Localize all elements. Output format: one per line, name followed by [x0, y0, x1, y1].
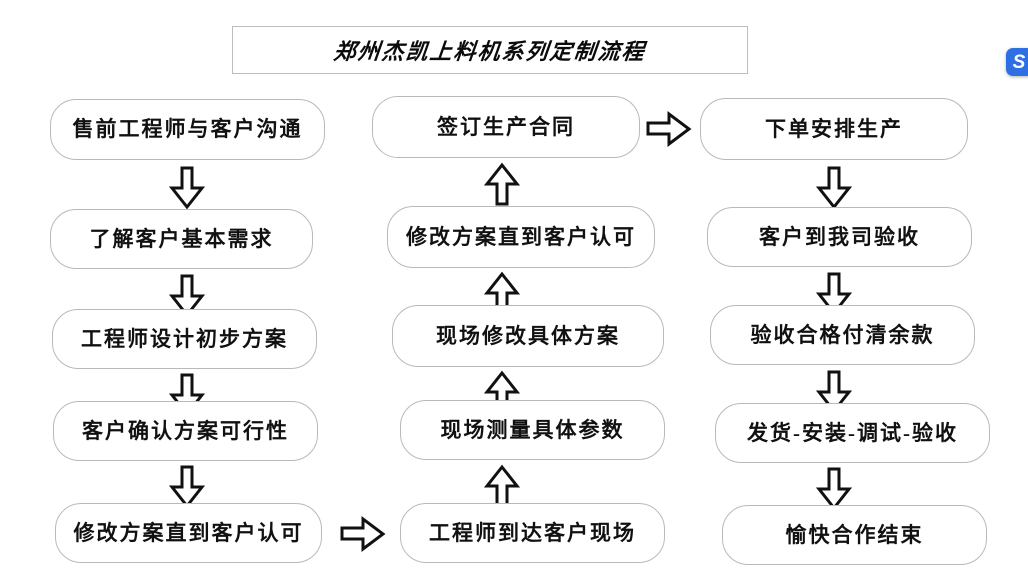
node-label: 现场测量具体参数: [440, 417, 625, 442]
node-col1-3[interactable]: 工程师设计初步方案: [52, 309, 317, 369]
arrow-up-col2-4: [483, 464, 521, 508]
node-col2-4[interactable]: 现场测量具体参数: [400, 400, 665, 460]
arrow-right-col1-to-col2: [340, 516, 386, 552]
node-col3-2[interactable]: 客户到我司验收: [707, 207, 972, 267]
chart-title-box: 郑州杰凯上料机系列定制流程: [232, 26, 748, 74]
arrow-down-col3-2: [815, 272, 853, 316]
node-label: 工程师到达客户现场: [429, 520, 636, 545]
node-label: 发货-安装-调试-验收: [747, 420, 958, 445]
node-col3-5[interactable]: 愉快合作结束: [722, 505, 987, 565]
node-label: 修改方案直到客户认可: [406, 224, 636, 249]
arrow-down-col1-1: [168, 166, 206, 210]
node-label: 了解客户基本需求: [89, 226, 274, 251]
node-col2-1[interactable]: 签订生产合同: [372, 96, 640, 158]
arrow-down-col3-3: [815, 370, 853, 414]
node-col1-4[interactable]: 客户确认方案可行性: [53, 401, 318, 461]
arrow-right-col2-to-col3: [646, 111, 692, 147]
node-col2-3[interactable]: 现场修改具体方案: [392, 305, 664, 367]
node-col3-4[interactable]: 发货-安装-调试-验收: [715, 403, 990, 463]
chart-title: 郑州杰凯上料机系列定制流程: [332, 39, 648, 64]
site-logo-badge-icon[interactable]: S: [1006, 48, 1028, 76]
node-label: 签订生产合同: [437, 114, 575, 139]
arrow-down-col3-4: [815, 467, 853, 511]
node-label: 下单安排生产: [765, 116, 903, 141]
arrow-down-col1-4: [168, 465, 206, 509]
node-col2-2[interactable]: 修改方案直到客户认可: [387, 206, 655, 268]
arrow-down-col3-1: [815, 166, 853, 210]
node-label: 验收合格付清余款: [750, 322, 935, 347]
node-label: 客户确认方案可行性: [82, 418, 289, 443]
badge-letter: S: [1012, 51, 1026, 73]
node-col1-5[interactable]: 修改方案直到客户认可: [55, 503, 322, 563]
node-label: 愉快合作结束: [785, 522, 924, 547]
node-label: 售前工程师与客户沟通: [72, 117, 303, 141]
node-col2-5[interactable]: 工程师到达客户现场: [400, 503, 665, 563]
node-col3-3[interactable]: 验收合格付清余款: [710, 305, 975, 365]
arrow-up-col2-1: [483, 162, 521, 206]
node-label: 现场修改具体方案: [436, 323, 620, 348]
node-label: 工程师设计初步方案: [81, 326, 288, 351]
arrow-down-col1-2: [168, 274, 206, 318]
node-label: 客户到我司验收: [759, 224, 920, 249]
node-col1-1[interactable]: 售前工程师与客户沟通: [50, 99, 325, 160]
node-label: 修改方案直到客户认可: [73, 520, 304, 545]
node-col1-2[interactable]: 了解客户基本需求: [50, 209, 313, 269]
node-col3-1[interactable]: 下单安排生产: [700, 98, 968, 160]
